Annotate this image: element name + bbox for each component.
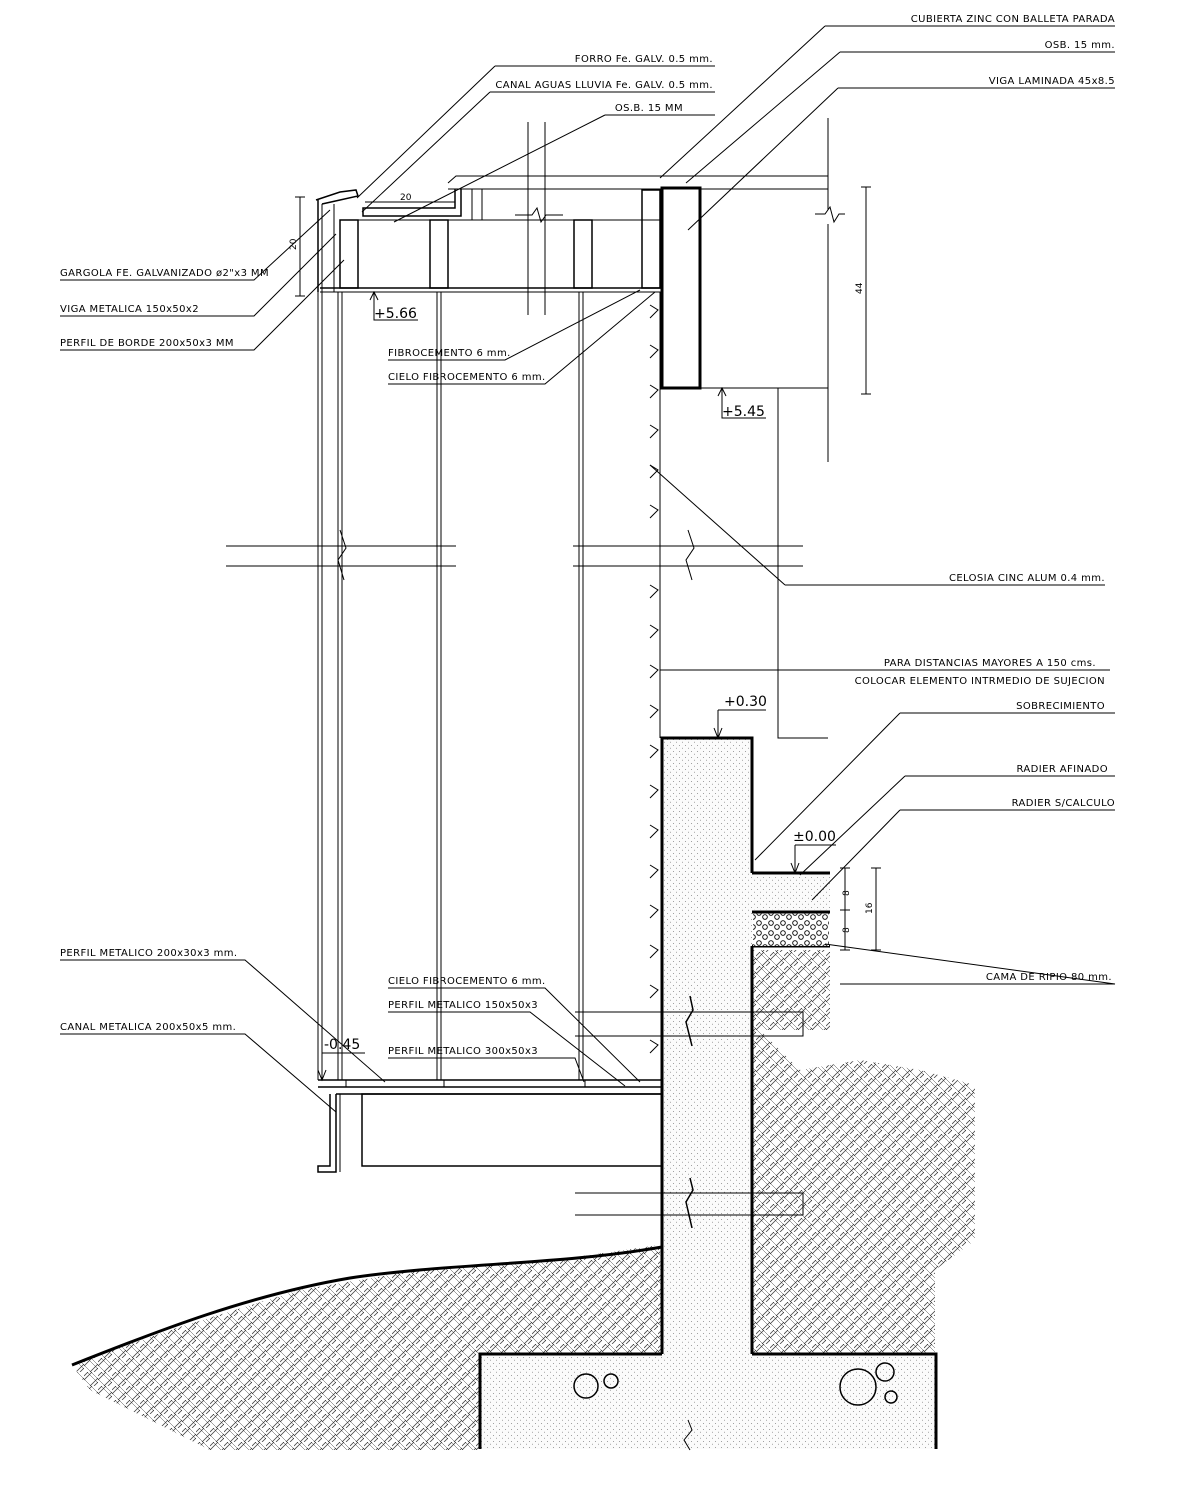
dim-8b: 8	[842, 927, 852, 933]
label-osb-mm: OS.B. 15 MM	[615, 103, 683, 114]
label-canal-aguas: CANAL AGUAS LLUVIA Fe. GALV. 0.5 mm.	[495, 80, 713, 91]
label-cubierta: CUBIERTA ZINC CON BALLETA PARADA	[911, 14, 1115, 25]
sobrecimiento-wall	[660, 736, 830, 1354]
label-fibrocemento: FIBROCEMENTO 6 mm.	[388, 348, 511, 359]
roof-assembly	[315, 118, 845, 462]
foundation-footing	[478, 1352, 938, 1451]
level-566: +5.66	[374, 306, 417, 322]
label-sobrecimiento: SOBRECIMIENTO	[1016, 701, 1105, 712]
label-perfil-200x30: PERFIL METALICO 200x30x3 mm.	[60, 948, 237, 959]
gravel-bed	[752, 910, 830, 946]
dim-16: 16	[865, 902, 875, 914]
labels: CUBIERTA ZINC CON BALLETA PARADA OSB. 15…	[60, 14, 1115, 1057]
label-radier-afinado: RADIER AFINADO	[1016, 764, 1108, 775]
label-viga-laminada: VIGA LAMINADA 45x8.5	[989, 76, 1115, 87]
label-osb-top: OSB. 15 mm.	[1045, 40, 1115, 51]
label-radier-calculo: RADIER S/CALCULO	[1012, 798, 1115, 809]
dim-8a: 8	[842, 890, 852, 896]
label-forro: FORRO Fe. GALV. 0.5 mm.	[575, 54, 713, 65]
label-distancias-2: COLOCAR ELEMENTO INTRMEDIO DE SUJECION	[855, 676, 1105, 687]
level-marks	[317, 290, 836, 1082]
label-celosia: CELOSIA CINC ALUM 0.4 mm.	[949, 573, 1105, 584]
ground-earth	[71, 950, 975, 1450]
label-perfil-300: PERFIL METALICO 300x50x3	[388, 1046, 538, 1057]
label-cama-ripio: CAMA DE RIPIO 80 mm.	[986, 972, 1112, 983]
level-000: ±0.00	[793, 829, 836, 845]
label-distancias-1: PARA DISTANCIAS MAYORES A 150 cms.	[884, 658, 1096, 669]
level-030: +0.30	[724, 694, 767, 710]
label-perfil-borde: PERFIL DE BORDE 200x50x3 MM	[60, 338, 234, 349]
label-gargola: GARGOLA FE. GALVANIZADO ø2"x3 MM	[60, 268, 269, 279]
dim-20-vertical: 20	[289, 238, 299, 250]
dimension-lines	[295, 186, 881, 951]
label-cielo-fibro-bottom: CIELO FIBROCEMENTO 6 mm.	[388, 976, 546, 987]
label-perfil-150: PERFIL METALICO 150x50x3	[388, 1000, 538, 1011]
label-canal-metalica: CANAL METALICA 200x50x5 mm.	[60, 1022, 236, 1033]
level-545: +5.45	[722, 404, 765, 420]
dim-20-horizontal: 20	[400, 193, 412, 203]
anchor-bars	[575, 995, 804, 1229]
label-cielo-fibro-top: CIELO FIBROCEMENTO 6 mm.	[388, 372, 546, 383]
level-m045: -0.45	[324, 1037, 360, 1053]
label-viga-metalica: VIGA METALICA 150x50x2	[60, 304, 199, 315]
leader-lines	[60, 25, 1116, 1113]
facade-frame	[226, 292, 828, 1173]
dim-44: 44	[855, 282, 865, 294]
